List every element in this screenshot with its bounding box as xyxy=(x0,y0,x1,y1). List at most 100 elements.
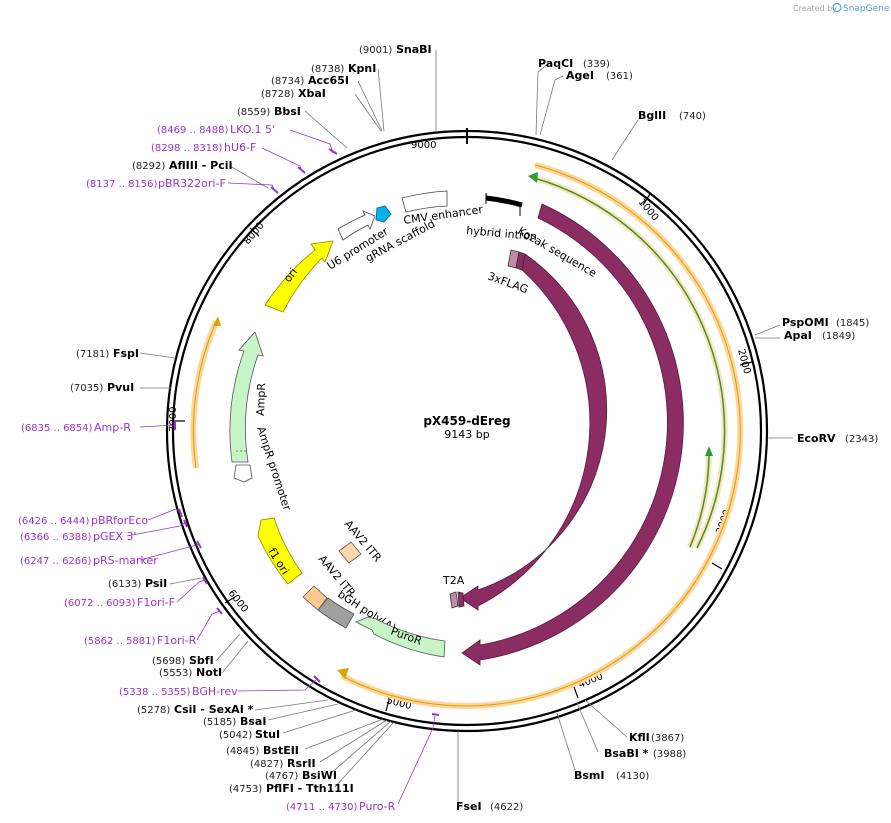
orf-outer-arrowhead xyxy=(337,668,349,679)
cmv-enhancer-feature xyxy=(401,190,448,213)
site-pos: (8734) xyxy=(271,76,304,87)
site-name: BsmI xyxy=(574,769,605,782)
primer-pos: (5338 .. 5355) xyxy=(119,687,191,698)
site-name: PvuI xyxy=(107,381,134,394)
tick-label-6000: 6000 xyxy=(226,588,250,615)
primer-name: pRS-marker xyxy=(93,554,158,567)
primer-name: LKO.1 5' xyxy=(230,123,275,136)
f1-ori-feature xyxy=(257,517,303,585)
grna-scaffold-feature xyxy=(375,205,392,223)
site-pos: (5553) xyxy=(159,668,192,679)
ampr-promoter-feature xyxy=(233,464,253,483)
site-pos: (5278) xyxy=(137,705,170,716)
site-pos: (8728) xyxy=(261,89,294,100)
site-leaders xyxy=(139,50,793,806)
flag-label: 3xFLAG xyxy=(486,270,530,297)
site-name: SnaBI xyxy=(396,43,432,56)
site-name: RsrII xyxy=(287,757,316,770)
orf-arc-green xyxy=(533,177,726,549)
primer-pos: (6426 .. 6444) xyxy=(18,516,90,527)
primer-name: pBR322ori-F xyxy=(158,177,226,190)
site-pos: (740) xyxy=(679,111,706,122)
primer-pos: (5862 .. 5881) xyxy=(84,636,156,647)
orf-green-arrowhead xyxy=(528,172,538,183)
plasmid-length: 9143 bp xyxy=(444,428,489,441)
orf-arc-left-highlight xyxy=(190,320,219,469)
site-name: PspOMI xyxy=(782,316,829,329)
site-name: KflI xyxy=(629,731,650,744)
site-pos: (1849) xyxy=(822,331,855,342)
site-name: BsiWI xyxy=(302,769,337,782)
primer-name: F1ori-R xyxy=(157,634,197,647)
puror-feature xyxy=(355,616,446,658)
site-pos: (361) xyxy=(606,71,633,82)
site-pos: (7181) xyxy=(76,349,109,360)
site-labels: PaqCI (339) AgeI (361) BglII (740) PspOM… xyxy=(70,43,878,813)
orf-arc-green-highlight xyxy=(533,175,728,550)
t2a-feature xyxy=(449,591,459,609)
site-pos: (4767) xyxy=(265,771,298,782)
hybrid-intron-feature xyxy=(485,195,523,208)
primer-pos: (4711 .. 4730) xyxy=(286,802,358,813)
site-pos: (5698) xyxy=(152,656,185,667)
site-name: BbsI xyxy=(274,105,301,118)
site-name: PflFI - Tth111I xyxy=(266,782,354,795)
primer-name: F1ori-F xyxy=(137,596,175,609)
orf-arc-left xyxy=(192,321,217,469)
primer-markers xyxy=(174,148,440,716)
site-name: CsiI - SexAI * xyxy=(174,703,254,716)
aav2-itr-feature-2 xyxy=(302,585,328,611)
site-name: FseI xyxy=(456,800,482,813)
site-name: AgeI xyxy=(566,69,594,82)
tick-label-9000: 9000 xyxy=(411,140,436,151)
site-name: PaqCI xyxy=(538,57,573,70)
orf-left-arrowhead xyxy=(213,316,221,326)
site-name: BstEII xyxy=(263,744,299,757)
brand-app-name: SnapGene xyxy=(843,4,890,14)
site-name: ApaI xyxy=(784,329,812,342)
site-pos: (3988) xyxy=(653,749,686,760)
primer-pos: (8137 .. 8156) xyxy=(86,179,158,190)
site-name: SbfI xyxy=(189,654,214,667)
site-name: StuI xyxy=(255,728,280,741)
aav2-itr-feature-1 xyxy=(338,541,362,564)
site-name: FspI xyxy=(113,347,139,360)
primer-name: BGH-rev xyxy=(192,685,238,698)
primer-pos: (6072 .. 6093) xyxy=(64,598,136,609)
site-pos: (1845) xyxy=(836,318,869,329)
primer-name: Puro-R xyxy=(359,800,396,813)
primer-name: pBRforEco xyxy=(91,514,148,527)
site-pos: (8559) xyxy=(237,107,270,118)
primer-labels: LKO.1 5' (8469 .. 8488) hU6-F (8298 .. 8… xyxy=(18,123,396,813)
site-pos: (4130) xyxy=(616,771,649,782)
site-name: KpnI xyxy=(348,62,376,75)
site-pos: (339) xyxy=(583,59,610,70)
primer-pos: (6366 .. 6388) xyxy=(20,532,92,543)
primer-name: pGEX 3' xyxy=(93,530,137,543)
cas9-outer-label: Cas9 xyxy=(680,435,697,464)
u6-promoter-feature xyxy=(337,210,376,241)
site-pos: (4845) xyxy=(226,746,259,757)
primer-pos: (6247 .. 6266) xyxy=(20,556,92,567)
orf-arc-inner xyxy=(689,451,710,548)
ori-feature xyxy=(264,240,334,313)
site-pos: (3867) xyxy=(651,733,684,744)
site-pos: (4622) xyxy=(490,802,523,813)
tick-label-7000: 7000 xyxy=(168,407,179,432)
hybrid-intron-label: hybrid intron xyxy=(466,224,538,243)
t2a-connector xyxy=(457,591,465,608)
primer-pos: (6835 .. 6854) xyxy=(21,423,93,434)
primer-pos: (8298 .. 8318) xyxy=(151,143,223,154)
site-pos: (6133) xyxy=(108,579,141,590)
site-name: XbaI xyxy=(298,87,326,100)
site-pos: (4827) xyxy=(250,759,283,770)
cas9-outer-feature xyxy=(461,203,684,666)
site-pos: (4753) xyxy=(229,784,262,795)
site-pos: (2343) xyxy=(845,434,878,445)
ampr-feature xyxy=(229,331,264,463)
primer-name: Amp-R xyxy=(94,421,131,434)
ampr-label: AmpR xyxy=(254,382,268,416)
site-pos: (9001) xyxy=(359,45,392,56)
primer-pos: (8469 .. 8488) xyxy=(157,125,229,136)
